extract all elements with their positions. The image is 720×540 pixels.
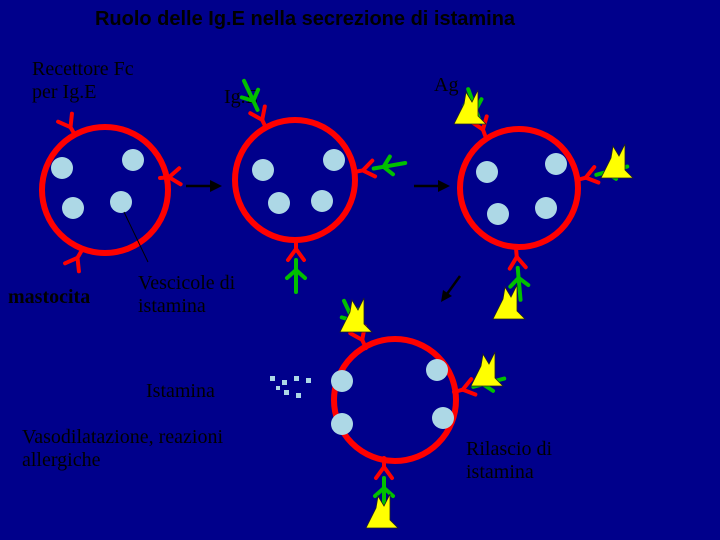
fc-receptor-with-ige: [350, 152, 409, 182]
effects-label-line2: allergiche: [22, 449, 101, 471]
vesicles-label-line1: Vescicole di: [138, 272, 236, 294]
page-title: Ruolo delle Ig.E nella secrezione di ist…: [94, 8, 516, 30]
vesicle: [51, 157, 73, 179]
histamine-granule: [294, 376, 299, 381]
fc-receptor-with-ige: [285, 238, 307, 294]
cell-membrane: [331, 336, 459, 464]
vesicle: [426, 359, 448, 381]
vesicle: [535, 197, 557, 219]
cell-membrane: [232, 117, 358, 243]
vesicle: [62, 197, 84, 219]
histamine-granule: [296, 393, 301, 398]
histamine-granule: [306, 378, 311, 383]
histamine-label: Istamina: [146, 380, 215, 402]
vesicle: [432, 407, 454, 429]
vesicle: [252, 159, 274, 181]
vesicles-label-line2: istamina: [138, 295, 206, 317]
release-label-line2: istamina: [466, 461, 534, 483]
vesicle: [122, 149, 144, 171]
vesicle: [323, 149, 345, 171]
vesicle: [545, 153, 567, 175]
release-label-line1: Rilascio di: [466, 438, 553, 460]
vesicle: [311, 190, 333, 212]
cell-sensitized: [232, 75, 409, 294]
histamine-granule: [282, 380, 287, 385]
arrow-down-left: [441, 275, 462, 302]
cell-membrane: [39, 124, 171, 256]
vesicles-label: Vescicole di istamina: [138, 272, 235, 318]
vesicle: [487, 203, 509, 225]
antigen-label: Ag: [434, 74, 459, 96]
receptor-label-line1: Recettore Fc: [32, 58, 134, 80]
arrow-right: [414, 180, 450, 192]
released-histamine: [270, 376, 311, 398]
histamine-granule: [270, 376, 275, 381]
antigen-icon: [600, 143, 634, 179]
vesicle: [331, 370, 353, 392]
receptor-label-line2: per Ig.E: [32, 81, 97, 103]
cell-degranulating: [331, 295, 509, 529]
effects-label: Vasodilatazione, reazioni allergiche: [22, 426, 223, 472]
mast-cell-label: mastocita: [8, 286, 91, 308]
release-label: Rilascio di istamina: [466, 438, 552, 484]
effects-label-line1: Vasodilatazione, reazioni: [22, 426, 224, 448]
arrow-right: [186, 180, 222, 192]
fc-receptor-with-ige: [506, 245, 532, 303]
vesicle: [476, 161, 498, 183]
cell-antigen-bound: [453, 84, 634, 320]
cell-membrane: [457, 126, 581, 250]
histamine-granule: [284, 390, 289, 395]
vesicle: [331, 413, 353, 435]
vesicle: [268, 192, 290, 214]
antigen-icon: [470, 351, 504, 387]
vesicle: [110, 191, 132, 213]
cell-resting: [39, 111, 183, 274]
receptor-label: Recettore Fc per Ig.E: [32, 58, 134, 104]
histamine-granule: [276, 386, 280, 390]
vesicle-pointer-line: [123, 211, 149, 263]
